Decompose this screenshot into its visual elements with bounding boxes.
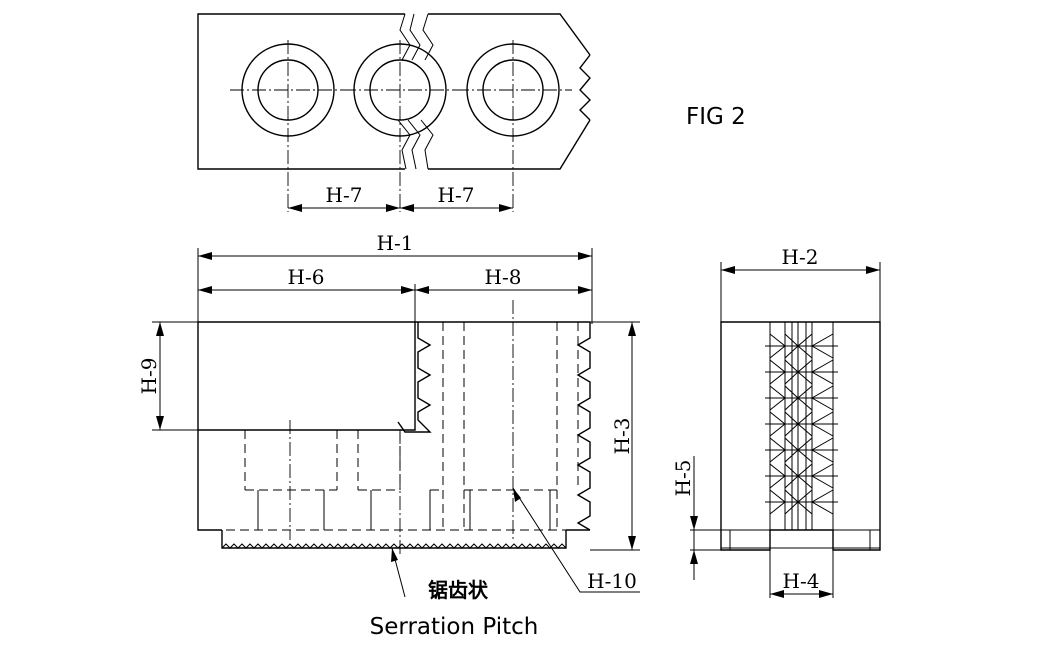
side-view: H-2 H-5 H-4 [671,245,881,598]
dim-h2: H-2 [782,245,819,269]
front-view: H-1 H-6 H-8 H- [137,231,640,602]
dim-h4: H-4 [783,569,820,593]
dim-h5: H-5 [671,460,695,497]
dim-h9: H-9 [137,358,161,395]
dim-h7-right: H-7 [438,183,475,207]
dim-h8: H-8 [485,265,522,289]
top-view: H-7 H-7 [197,13,591,212]
dim-h7-left: H-7 [326,183,363,207]
dim-h1: H-1 [377,231,414,255]
dim-h6: H-6 [288,265,325,289]
figure-label: FIG 2 [686,104,746,130]
serration-grid [765,322,838,530]
serration-label-en: Serration Pitch [370,614,539,640]
serration-label-cn: 锯齿状 [428,578,489,602]
dim-h10: H-10 [587,569,637,593]
dim-h3: H-3 [610,418,634,455]
